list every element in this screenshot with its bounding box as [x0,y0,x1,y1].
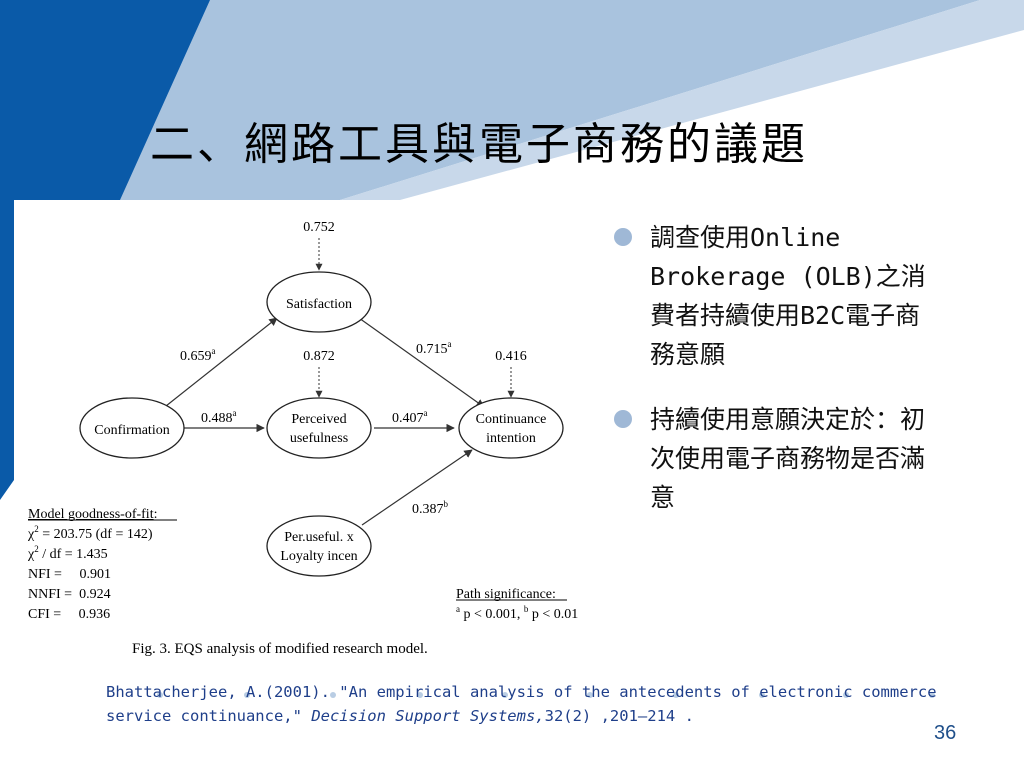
node-satisfaction [266,271,372,333]
significance-values: a p < 0.001, b p < 0.01 [456,604,578,622]
coef-conf-sat: 0.659a [180,346,216,364]
citation-journal: Decision Support Systems, [311,707,545,725]
bullet-list: 調查使用Online Brokerage (OLB)之消費者持續使用B2C電子商… [612,218,942,543]
fit-nfi: NFI = 0.901 [28,567,111,582]
node-continuance-label-2: intention [486,431,536,446]
deco-dot [673,692,679,698]
node-perceived-label-1: Perceived [291,412,346,427]
node-continuance-label-1: Continuance [476,412,547,427]
coef-pu-ci: 0.407a [392,408,428,426]
node-confirmation-label: Confirmation [94,423,169,438]
bullet-dot-icon [614,410,632,428]
research-model-figure: Confirmation Satisfaction Perceived usef… [14,200,604,670]
path-diagram: Confirmation Satisfaction Perceived usef… [27,220,578,657]
significance-block: Path significance: a p < 0.001, b p < 0.… [456,587,578,622]
path-pl-ci [361,449,473,526]
fit-cfi: CFI = 0.936 [28,607,110,622]
slide-title: 二、網路工具與電子商務的議題 [150,119,808,170]
coef-conf-pu: 0.488a [201,408,237,426]
bullet-text: 持續使用意願決定於：初次使用電子商務物是否滿意 [650,405,926,512]
deco-dot [244,692,250,698]
fit-heading: Model goodness-of-fit: [28,507,157,522]
path-conf-sat [165,317,278,407]
bullet-text: 調查使用Online Brokerage (OLB)之消費者持續使用B2C電子商… [650,223,926,369]
node-peruseful-label-1: Per.useful. x [284,530,354,545]
node-satisfaction-label: Satisfaction [286,297,352,312]
error-label-satisfaction: 0.752 [303,220,335,235]
node-continuance-intention [458,397,564,459]
deco-dot [502,692,508,698]
node-peruseful-loyalty [266,515,372,577]
citation-tail: 32(2) ,201–214 . [544,707,694,725]
node-peruseful-label-2: Loyalty incen [280,549,357,564]
bullet-item: 持續使用意願決定於：初次使用電子商務物是否滿意 [612,400,942,517]
coef-pl-ci: 0.387b [412,499,449,517]
light-blue-band [14,0,980,200]
error-label-perceived: 0.872 [303,349,335,364]
pale-blue-band [340,0,1024,200]
deco-dot [417,692,423,698]
node-perceived-label-2: usefulness [290,431,348,446]
fit-chi2: χ2 = 203.75 (df = 142) [27,524,153,542]
deco-dot [330,692,336,698]
page-number: 36 [934,722,957,744]
figure-caption: Fig. 3. EQS analysis of modified researc… [132,641,428,657]
model-fit-block: Model goodness-of-fit: χ2 = 203.75 (df =… [27,507,177,622]
node-confirmation [79,397,185,459]
deco-dot [759,692,765,698]
bullet-item: 調查使用Online Brokerage (OLB)之消費者持續使用B2C電子商… [612,218,942,374]
citation: Bhattacherjee, A.(2001). "An empirical a… [106,680,946,728]
node-perceived-usefulness [266,397,372,459]
error-label-continuance: 0.416 [495,349,527,364]
fit-nnfi: NNFI = 0.924 [28,587,111,602]
bullet-dot-icon [614,228,632,246]
deco-dot [929,692,935,698]
fit-chi2-df: χ2 / df = 1.435 [27,544,108,562]
citation-main: Bhattacherjee, A.(2001). "An empirical a… [106,683,937,725]
deco-dot [157,692,163,698]
citation-dot-decoration [157,692,935,698]
coef-sat-ci: 0.715a [416,339,452,357]
path-sat-ci [358,317,485,408]
significance-heading: Path significance: [456,587,556,602]
deco-dot [587,692,593,698]
dark-blue-band [0,0,210,500]
deco-dot [843,692,849,698]
